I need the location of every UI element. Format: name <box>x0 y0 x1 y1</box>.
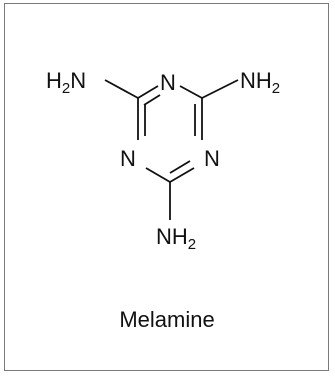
figure-frame <box>4 3 329 371</box>
bond-c2-nh2-right <box>201 79 239 99</box>
bond-n-left-c3 <box>145 167 171 183</box>
atom-nh2-left: H2N <box>46 68 86 97</box>
bond-c1-n-top-double <box>143 94 161 106</box>
bond-n-top-c2 <box>179 85 203 99</box>
atom-nh2-right: NH2 <box>240 68 280 97</box>
atom-n-top: N <box>160 70 176 95</box>
bond-c1-n-top <box>137 85 159 99</box>
atom-n-right: N <box>204 146 220 171</box>
bond-n-right-c3-double <box>169 160 191 174</box>
bond-c1-nh2-left <box>104 79 139 99</box>
atom-n-left: N <box>120 146 136 171</box>
bond-n-right-c3 <box>169 167 195 183</box>
atom-nh2-bottom: NH2 <box>156 224 196 253</box>
compound-name-caption: Melamine <box>119 307 214 332</box>
